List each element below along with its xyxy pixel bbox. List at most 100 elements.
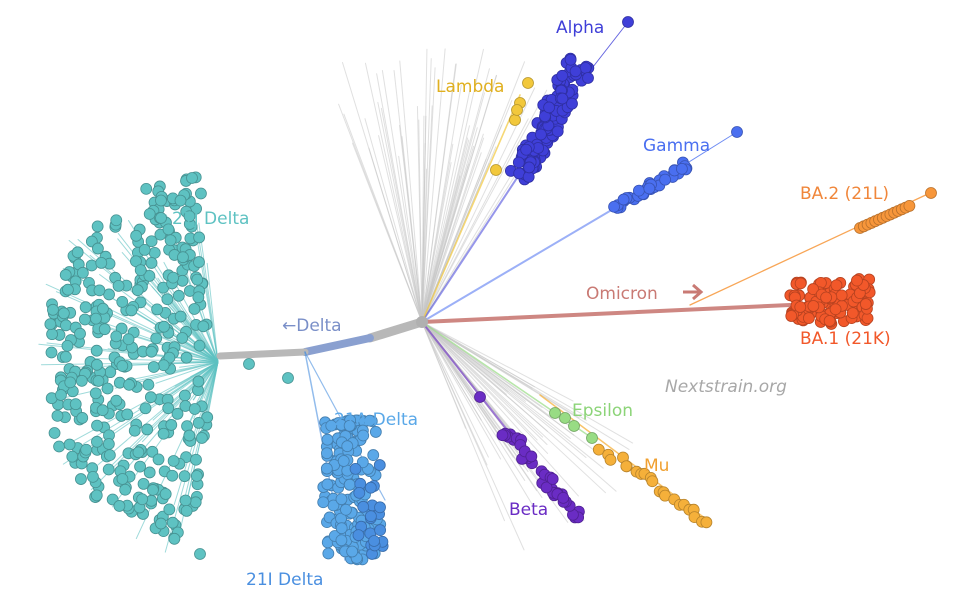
- delta-21J-tip: [157, 359, 170, 372]
- gamma-tip: [676, 162, 688, 175]
- thin-branch: [421, 321, 604, 469]
- thin-branch: [421, 321, 538, 441]
- alpha-tip: [520, 143, 533, 156]
- thin-branch: [421, 321, 574, 402]
- delta-21J-tip: [69, 398, 82, 411]
- delta-21J-tip: [195, 187, 207, 200]
- beta-tip: [496, 429, 509, 442]
- delta-21J-tip: [61, 339, 74, 352]
- beta-tip: [546, 473, 559, 485]
- delta-21J-tip: [180, 505, 193, 517]
- thin-branch: [421, 85, 472, 323]
- delta-21J-tip: [57, 307, 70, 320]
- delta-21J-tip: [91, 358, 103, 371]
- delta-21A-tip: [317, 496, 330, 509]
- delta-21J-tip: [190, 470, 203, 482]
- delta-21J-tip: [143, 269, 156, 282]
- thin-branch: [421, 63, 457, 323]
- delta-21J-tip: [102, 463, 115, 476]
- thin-branch: [421, 321, 617, 492]
- mu-tip: [592, 443, 605, 456]
- gamma-tip: [659, 173, 672, 186]
- backbone: [365, 317, 427, 343]
- epsilon-tip: [586, 432, 598, 444]
- delta-21J-tip: [155, 517, 167, 530]
- delta-21I-tip: [349, 462, 362, 475]
- delta-21J-tip: [116, 360, 129, 372]
- delta-21J-tip: [64, 376, 77, 389]
- delta-21J-tip: [75, 473, 87, 485]
- tip-nodes: [44, 16, 937, 566]
- delta-21J-tip: [194, 548, 206, 560]
- delta-21J-tip: [103, 449, 116, 462]
- thin-branch: [421, 321, 526, 481]
- delta-21J-tip: [98, 323, 111, 336]
- delta-21J-branch: [141, 361, 219, 443]
- alpha-tip: [579, 62, 592, 74]
- label-lambda: Lambda: [436, 77, 504, 97]
- delta-21J-tip: [147, 361, 160, 373]
- delta-21J-tip: [110, 214, 123, 227]
- thin-branch: [418, 119, 423, 323]
- delta-21J-tip: [112, 280, 125, 292]
- delta-21J-tip: [90, 312, 102, 325]
- epsilon-tip: [549, 407, 561, 419]
- delta-21J-tip: [176, 332, 189, 344]
- thin-branch: [421, 87, 536, 323]
- beta-tip: [557, 491, 570, 504]
- delta-21J-tip: [116, 295, 129, 308]
- delta-21J-tip: [178, 470, 191, 483]
- delta-21J-tip: [55, 389, 67, 401]
- delta-21J-tip: [180, 351, 193, 364]
- label-ba2: BA.2 (21L): [800, 184, 889, 204]
- delta-21J-branch: [198, 222, 219, 363]
- delta-21I-tip: [352, 529, 365, 542]
- delta-21J-branch: [203, 361, 219, 399]
- thin-branch: [421, 321, 525, 551]
- thin-branch: [421, 321, 606, 494]
- thin-branch: [421, 75, 498, 323]
- lambda-tip: [511, 104, 523, 116]
- delta-21I-tip: [353, 486, 366, 499]
- delta-21J-tip: [134, 264, 147, 277]
- delta-backbone: [301, 334, 374, 356]
- alpha-tip: [556, 69, 569, 82]
- delta-21J-tip: [193, 231, 206, 244]
- thin-branch: [421, 152, 482, 323]
- delta-21J-tip: [183, 210, 196, 223]
- delta-21J-tip: [102, 438, 115, 450]
- delta-21J-tip: [90, 489, 103, 502]
- delta-21J-tip: [139, 402, 152, 415]
- delta-21J-tip: [74, 327, 86, 340]
- thin-branch: [421, 321, 489, 458]
- thin-branch: [378, 135, 423, 323]
- label-21I-delta: 21I Delta: [246, 570, 323, 590]
- lambda-tip: [522, 77, 534, 89]
- delta-21J-tip: [104, 366, 117, 379]
- delta-21A-tip: [335, 493, 348, 506]
- delta-21A-tip: [341, 440, 354, 453]
- mu-tip: [646, 475, 659, 488]
- alpha-tip: [582, 72, 594, 84]
- label-21J-delta: 21J Delta: [172, 209, 249, 229]
- delta-21A-tip: [321, 478, 334, 491]
- delta-21I-tip: [364, 481, 377, 494]
- gamma-stem: [421, 204, 621, 323]
- delta-21J-tip: [166, 469, 179, 482]
- ba1-tip: [807, 300, 820, 312]
- ba1-tip: [807, 283, 820, 295]
- delta-21J-tip: [89, 387, 102, 400]
- epsilon-tip: [559, 412, 571, 424]
- delta-21J-tip: [91, 419, 103, 432]
- delta-21J-tip: [87, 470, 99, 483]
- delta-21J-tip: [141, 423, 154, 436]
- alpha-tip: [551, 125, 564, 138]
- delta-21A-tip: [363, 414, 376, 427]
- mu-tip: [700, 516, 713, 529]
- delta-21J-tip: [62, 283, 74, 296]
- thin-branch: [421, 68, 490, 323]
- delta-21J-tip: [137, 478, 150, 490]
- delta-21J-tip: [188, 303, 201, 315]
- delta-21J-tip: [101, 382, 114, 395]
- delta-21J-tip: [90, 344, 103, 357]
